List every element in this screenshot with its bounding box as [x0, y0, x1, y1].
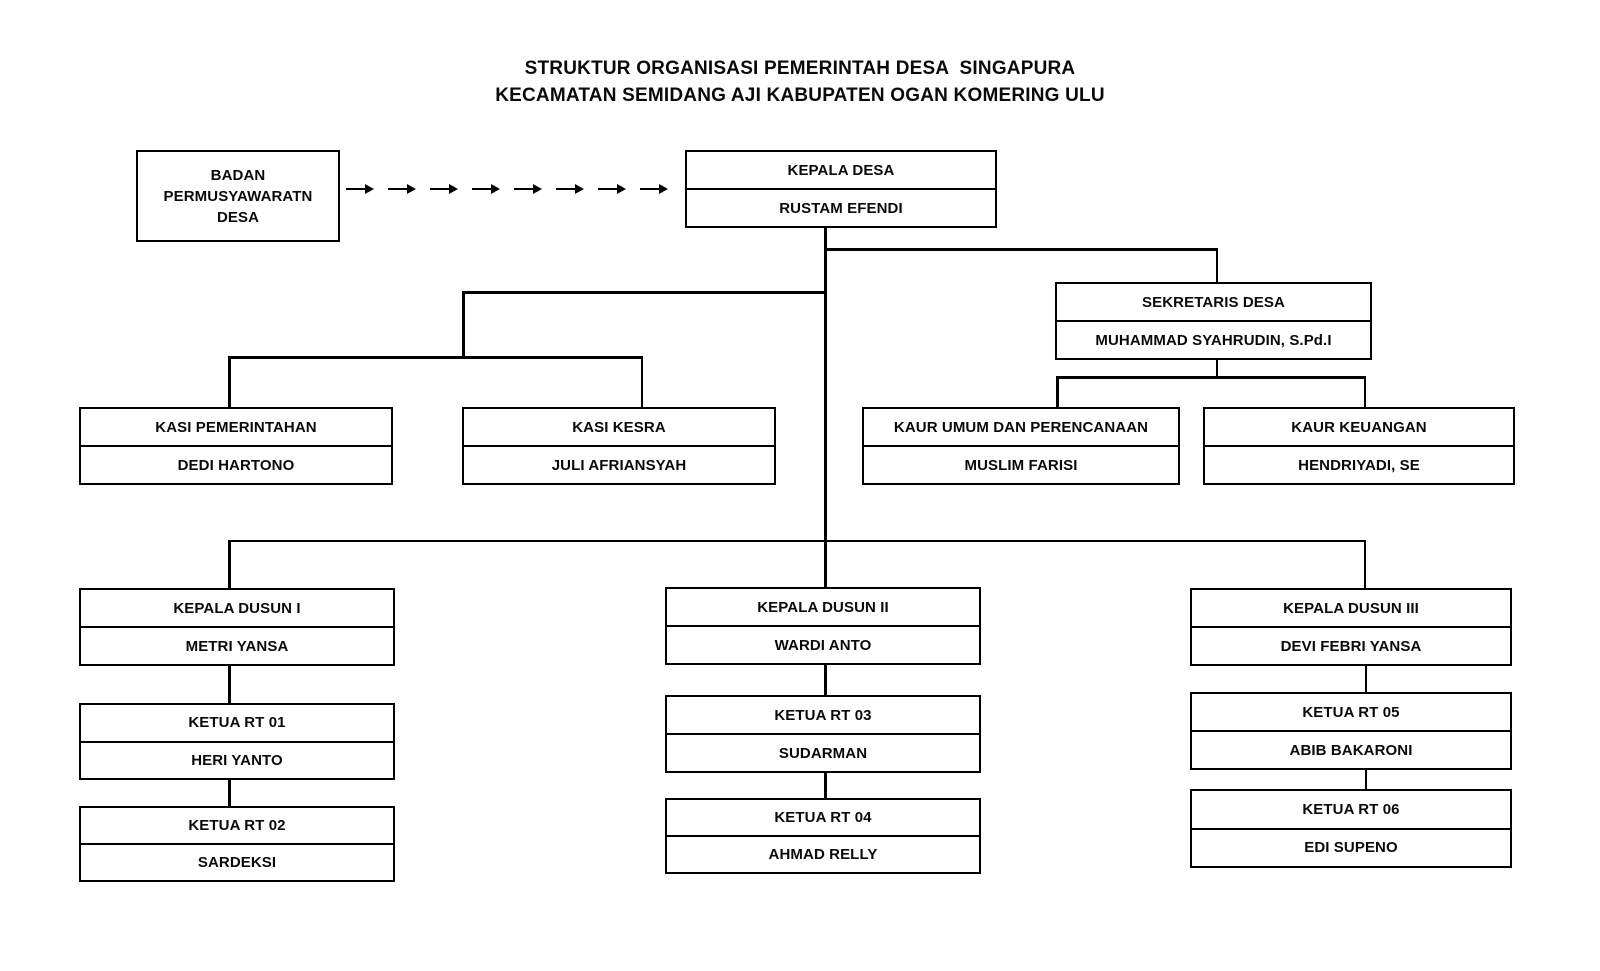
flow-arrow-icon: [598, 183, 626, 195]
flow-arrow-icon: [640, 183, 668, 195]
node-kasi-kesra: KASI KESRA JULI AFRIANSYAH: [462, 407, 776, 485]
node-kaur-keuangan: KAUR KEUANGAN HENDRIYADI, SE: [1203, 407, 1515, 485]
connector-dusun2-rt03: [824, 663, 827, 696]
node-kasi-pemerintahan: KASI PEMERINTAHAN DEDI HARTONO: [79, 407, 393, 485]
connector-rt05-rt06: [1364, 768, 1367, 790]
node-badan-permusyawaratan-desa-title: BADAN PERMUSYAWARATN DESA: [163, 166, 313, 226]
node-kasi-pemerintahan-name: DEDI HARTONO: [81, 445, 391, 483]
node-kepala-dusun-1: KEPALA DUSUN I METRI YANSA: [79, 588, 395, 666]
connector-leg-kasi-kesra: [640, 356, 643, 409]
connector-leg-kasi-pemerintahan: [228, 356, 231, 409]
node-kaur-umum-dan-perencanaan-name: MUSLIM FARISI: [864, 445, 1178, 483]
node-kepala-desa-title: KEPALA DESA: [787, 161, 895, 179]
node-kaur-umum-dan-perencanaan-title: KAUR UMUM DAN PERENCANAAN: [893, 418, 1149, 436]
node-kepala-dusun-1-title: KEPALA DUSUN I: [173, 599, 301, 617]
connector-kasi-upper-horizontal: [462, 291, 826, 294]
connector-leg-dusun-1: [228, 539, 231, 590]
connector-leg-kaur-umum: [1056, 376, 1059, 409]
flow-arrow-icon: [388, 183, 416, 195]
node-ketua-rt-02: KETUA RT 02 SARDEKSI: [79, 806, 395, 882]
node-kepala-desa-name: RUSTAM EFENDI: [687, 188, 995, 226]
node-kepala-desa: KEPALA DESA RUSTAM EFENDI: [685, 150, 997, 228]
node-sekretaris-desa-title: SEKRETARIS DESA: [1142, 293, 1285, 311]
node-kasi-kesra-name: JULI AFRIANSYAH: [464, 445, 774, 483]
connector-dusun1-rt01: [228, 664, 231, 704]
flow-arrow-icon: [556, 183, 584, 195]
flow-arrow-icon: [430, 183, 458, 195]
node-sekretaris-desa: SEKRETARIS DESA MUHAMMAD SYAHRUDIN, S.Pd…: [1055, 282, 1372, 360]
connector-dusun3-rt05: [1364, 664, 1367, 693]
node-ketua-rt-06: KETUA RT 06 EDI SUPENO: [1190, 789, 1512, 868]
node-ketua-rt-04-title: KETUA RT 04: [774, 809, 872, 826]
node-kaur-keuangan-name: HENDRIYADI, SE: [1205, 445, 1513, 483]
node-kasi-kesra-title: KASI KESRA: [572, 418, 666, 436]
node-kasi-pemerintahan-title: KASI PEMERINTAHAN: [155, 418, 317, 436]
connector-sekretaris-stub: [1215, 358, 1218, 378]
connector-dusun-fork-horizontal: [228, 539, 1366, 542]
node-kepala-dusun-1-name: METRI YANSA: [81, 626, 393, 664]
node-ketua-rt-04: KETUA RT 04 AHMAD RELLY: [665, 798, 981, 874]
node-ketua-rt-03-title: KETUA RT 03: [774, 706, 872, 724]
flow-arrow-icon: [346, 183, 374, 195]
node-kepala-dusun-2-title: KEPALA DUSUN II: [757, 598, 889, 616]
node-ketua-rt-01-name: HERI YANTO: [81, 740, 393, 779]
node-ketua-rt-01: KETUA RT 01 HERI YANTO: [79, 703, 395, 780]
node-ketua-rt-05-name: ABIB BAKARONI: [1192, 730, 1510, 768]
node-kepala-dusun-3: KEPALA DUSUN III DEVI FEBRI YANSA: [1190, 588, 1512, 666]
connector-kaur-fork-horizontal: [1056, 376, 1366, 379]
flow-arrow-icon: [472, 183, 500, 195]
connector-sekretaris-vertical: [1215, 248, 1218, 284]
node-ketua-rt-03: KETUA RT 03 SUDARMAN: [665, 695, 981, 773]
node-kaur-umum-dan-perencanaan: KAUR UMUM DAN PERENCANAAN MUSLIM FARISI: [862, 407, 1180, 485]
connector-rt01-rt02: [228, 778, 231, 807]
node-ketua-rt-04-name: AHMAD RELLY: [667, 835, 979, 872]
node-kepala-dusun-2: KEPALA DUSUN II WARDI ANTO: [665, 587, 981, 665]
node-ketua-rt-06-title: KETUA RT 06: [1302, 800, 1400, 818]
node-kepala-dusun-3-title: KEPALA DUSUN III: [1283, 599, 1419, 617]
node-sekretaris-desa-name: MUHAMMAD SYAHRUDIN, S.Pd.I: [1057, 320, 1370, 358]
node-badan-permusyawaratan-desa: BADAN PERMUSYAWARATN DESA: [136, 150, 340, 242]
connector-kasi-vertical: [462, 291, 465, 358]
node-ketua-rt-05-title: KETUA RT 05: [1302, 703, 1400, 721]
node-ketua-rt-03-name: SUDARMAN: [667, 733, 979, 771]
node-ketua-rt-06-name: EDI SUPENO: [1192, 827, 1510, 867]
connector-leg-dusun-2: [824, 539, 827, 589]
node-ketua-rt-05: KETUA RT 05 ABIB BAKARONI: [1190, 692, 1512, 770]
connector-leg-kaur-keuangan: [1363, 376, 1366, 409]
node-ketua-rt-02-name: SARDEKSI: [81, 843, 393, 880]
node-ketua-rt-02-title: KETUA RT 02: [188, 817, 286, 834]
node-kaur-keuangan-title: KAUR KEUANGAN: [1291, 418, 1427, 436]
node-kepala-dusun-2-name: WARDI ANTO: [667, 625, 979, 663]
node-kepala-dusun-3-name: DEVI FEBRI YANSA: [1192, 626, 1510, 664]
connector-spine-kepala-desa: [824, 228, 827, 541]
bpd-to-kepala-desa-arrows: [346, 176, 668, 202]
connector-leg-dusun-3: [1363, 539, 1366, 590]
node-ketua-rt-01-title: KETUA RT 01: [188, 714, 286, 732]
connector-kasi-fork-horizontal: [228, 356, 643, 359]
flow-arrow-icon: [514, 183, 542, 195]
page-title-line2: KECAMATAN SEMIDANG AJI KABUPATEN OGAN KO…: [495, 85, 1105, 106]
connector-rt03-rt04: [824, 771, 827, 799]
page-title-line1: STRUKTUR ORGANISASI PEMERINTAH DESA SING…: [524, 58, 1076, 79]
connector-sekretaris-horizontal: [824, 248, 1218, 251]
